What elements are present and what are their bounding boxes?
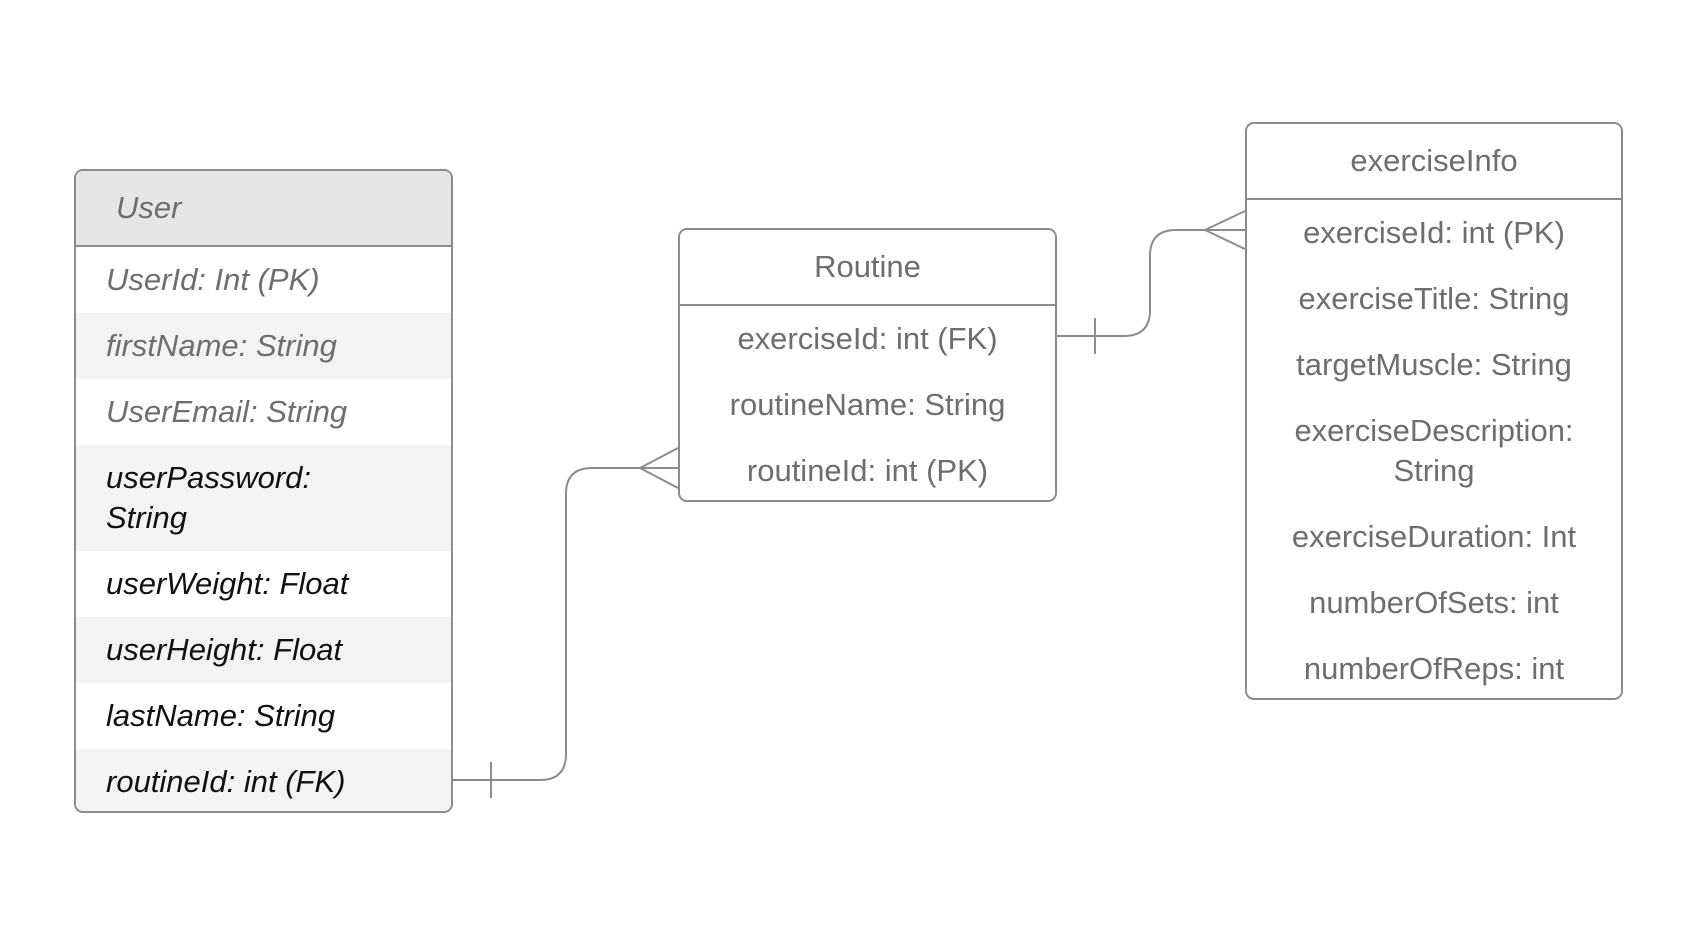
user-field-userweight: userWeight: Float <box>106 566 349 601</box>
routine-field-routineid: routineId: int (PK) <box>746 453 989 488</box>
user-field-lastname: lastName: String <box>106 698 336 733</box>
exerciseinfo-field-numberofreps: numberOfReps: int <box>1303 651 1565 686</box>
user-field-useremail: UserEmail: String <box>106 394 348 429</box>
user-field-userheight: userHeight: Float <box>76 617 451 683</box>
exerciseinfo-field-numberofsets: numberOfSets: int <box>1309 585 1559 620</box>
exerciseinfo-field-exercisedescription: exerciseDescription: String <box>1247 398 1621 504</box>
routine-exercise-line <box>1057 229 1245 337</box>
user-field-firstname: firstName: String <box>76 313 451 379</box>
exerciseinfo-field-exerciseid: exerciseId: int (PK) <box>1303 215 1565 250</box>
exerciseinfo-field-exercisedescription-text: exerciseDescription: String <box>1294 413 1574 488</box>
routine-field-exerciseid: exerciseId: int (FK) <box>737 321 998 356</box>
many-crowsfoot-icon <box>1204 210 1246 250</box>
routine-field-routinename: routineName: String <box>729 387 1006 422</box>
exerciseinfo-field-exercisetitle: exerciseTitle: String <box>1298 281 1570 316</box>
routine-entity-title: Routine <box>680 230 1055 306</box>
user-routine-line <box>453 467 678 781</box>
routine-exercise-relationship <box>1057 210 1246 354</box>
user-field-userpassword-text: userPassword: String <box>106 460 312 535</box>
exerciseinfo-field-exerciseduration: exerciseDuration: Int <box>1291 519 1577 554</box>
user-entity[interactable]: User UserId: Int (PK) firstName: String … <box>74 169 453 813</box>
many-crowsfoot-icon <box>639 447 679 489</box>
user-entity-title: User <box>76 171 451 247</box>
user-field-userid: UserId: Int (PK) <box>106 262 320 297</box>
exerciseinfo-entity-title: exerciseInfo <box>1247 124 1621 200</box>
exerciseinfo-field-targetmuscle: targetMuscle: String <box>1296 347 1572 382</box>
user-field-routineid: routineId: int (FK) <box>76 749 451 811</box>
routine-entity[interactable]: Routine exerciseId: int (FK) routineName… <box>678 228 1057 502</box>
user-routine-relationship <box>453 447 679 798</box>
exerciseinfo-entity[interactable]: exerciseInfo exerciseId: int (PK) exerci… <box>1245 122 1623 700</box>
user-field-userpassword: userPassword: String <box>76 445 451 551</box>
